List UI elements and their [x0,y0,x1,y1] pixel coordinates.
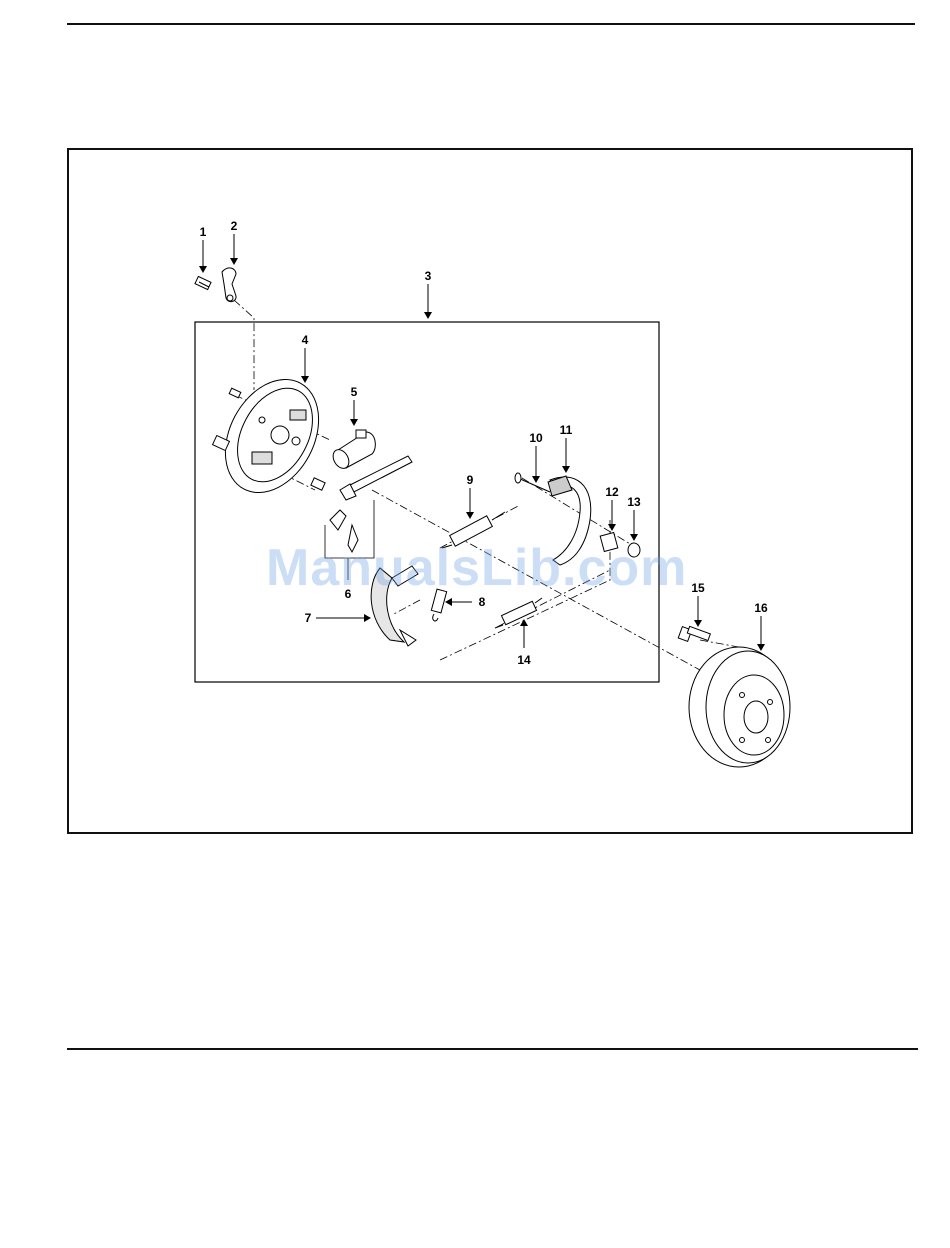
callout-15: 15 [691,581,705,595]
callout-9: 9 [467,473,474,487]
callout-7: 7 [305,611,312,625]
wheel-bolt [678,626,710,641]
hold-down-pin [515,473,550,492]
callout-5: 5 [351,385,358,399]
watermark: ManualsLib.com [266,538,687,598]
callout-4: 4 [302,333,309,347]
footer-rule [67,1048,918,1050]
callout-16: 16 [754,601,768,615]
callout-11: 11 [560,423,573,437]
bleeder-screw [195,276,211,289]
brake-drum [689,647,790,767]
callout-13: 13 [627,495,641,509]
bleeder-cap [222,268,236,302]
callout-12: 12 [605,485,619,499]
callout-14: 14 [517,653,531,667]
callout-2: 2 [231,219,238,233]
callout-10: 10 [529,431,543,445]
wheel-cylinder [330,430,375,471]
callout-3: 3 [425,269,432,283]
callout-1: 1 [200,225,207,239]
